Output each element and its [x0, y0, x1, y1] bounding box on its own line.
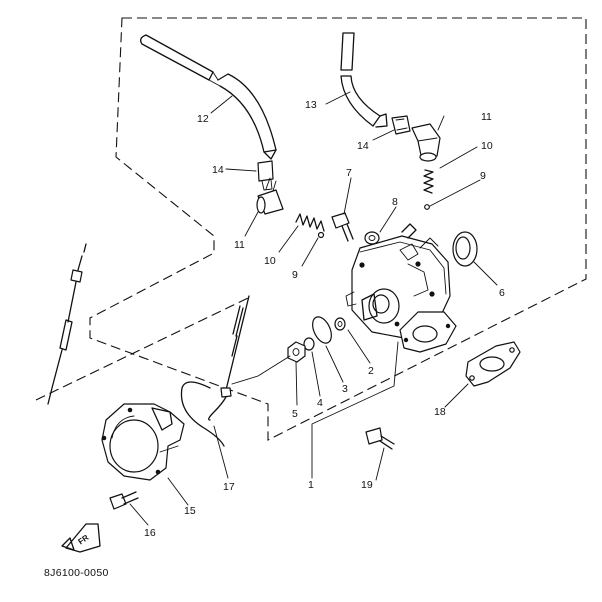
part-6-ring [452, 231, 478, 267]
part-13-hose [340, 32, 388, 128]
callout-8: 8 [392, 196, 398, 208]
direction-mark-label: FR [76, 533, 90, 547]
cable-group-boundary [35, 297, 249, 401]
callout-13: 13 [305, 99, 317, 111]
part-14-union-right [391, 115, 411, 135]
part-18-gasket [465, 341, 521, 387]
oil-pump-housing [345, 223, 457, 353]
part-4-washer [303, 337, 315, 351]
part-9-ball-left [317, 231, 325, 239]
part-12-hose [140, 34, 277, 160]
callout-17: 17 [223, 481, 235, 493]
callout-16: 16 [144, 527, 156, 539]
throttle-cable [47, 243, 87, 405]
callout-5: 5 [292, 408, 298, 420]
part-11-fitting-left [256, 177, 284, 215]
callout-1: 1 [308, 479, 314, 491]
callout-19: 19 [361, 479, 373, 491]
part-17-cable [180, 295, 250, 447]
drawing-code: 8J6100-0050 [44, 567, 109, 579]
part-15-cover [101, 403, 185, 481]
callout-14-left: 14 [212, 164, 224, 176]
callout-11-right: 11 [481, 111, 492, 123]
part-11-elbow-right [411, 123, 441, 162]
leader-lines [129, 91, 498, 526]
callout-7: 7 [346, 167, 352, 179]
part-5-nut [287, 341, 306, 363]
part-10-spring-right [423, 169, 434, 194]
part-2-disc [312, 316, 346, 344]
callout-2: 2 [368, 365, 374, 377]
assembly-boundary [89, 17, 587, 441]
callout-4: 4 [317, 397, 323, 409]
part-9-ball-right [424, 204, 430, 210]
callout-14-right: 14 [357, 140, 369, 152]
callout-3: 3 [342, 383, 348, 395]
part-14-union-left [257, 160, 274, 191]
part-19-bolt [365, 427, 395, 450]
callout-15: 15 [184, 505, 196, 517]
part-7-bolt [331, 212, 354, 242]
callout-9-right: 9 [480, 170, 486, 182]
part-16-screw [109, 491, 139, 510]
callout-12: 12 [197, 113, 209, 125]
front-direction-mark: FR [61, 523, 101, 553]
callout-10-right: 10 [481, 140, 493, 152]
callout-6: 6 [499, 287, 505, 299]
callout-9-left: 9 [292, 269, 298, 281]
callout-labels: 12 14 11 10 9 13 14 11 10 9 7 8 6 2 3 4 … [144, 99, 505, 539]
callout-18: 18 [434, 406, 446, 418]
callout-11-left: 11 [234, 239, 245, 251]
callout-10-left: 10 [264, 255, 276, 267]
part-10-spring-left [295, 213, 325, 232]
part-8-washer [364, 231, 380, 245]
